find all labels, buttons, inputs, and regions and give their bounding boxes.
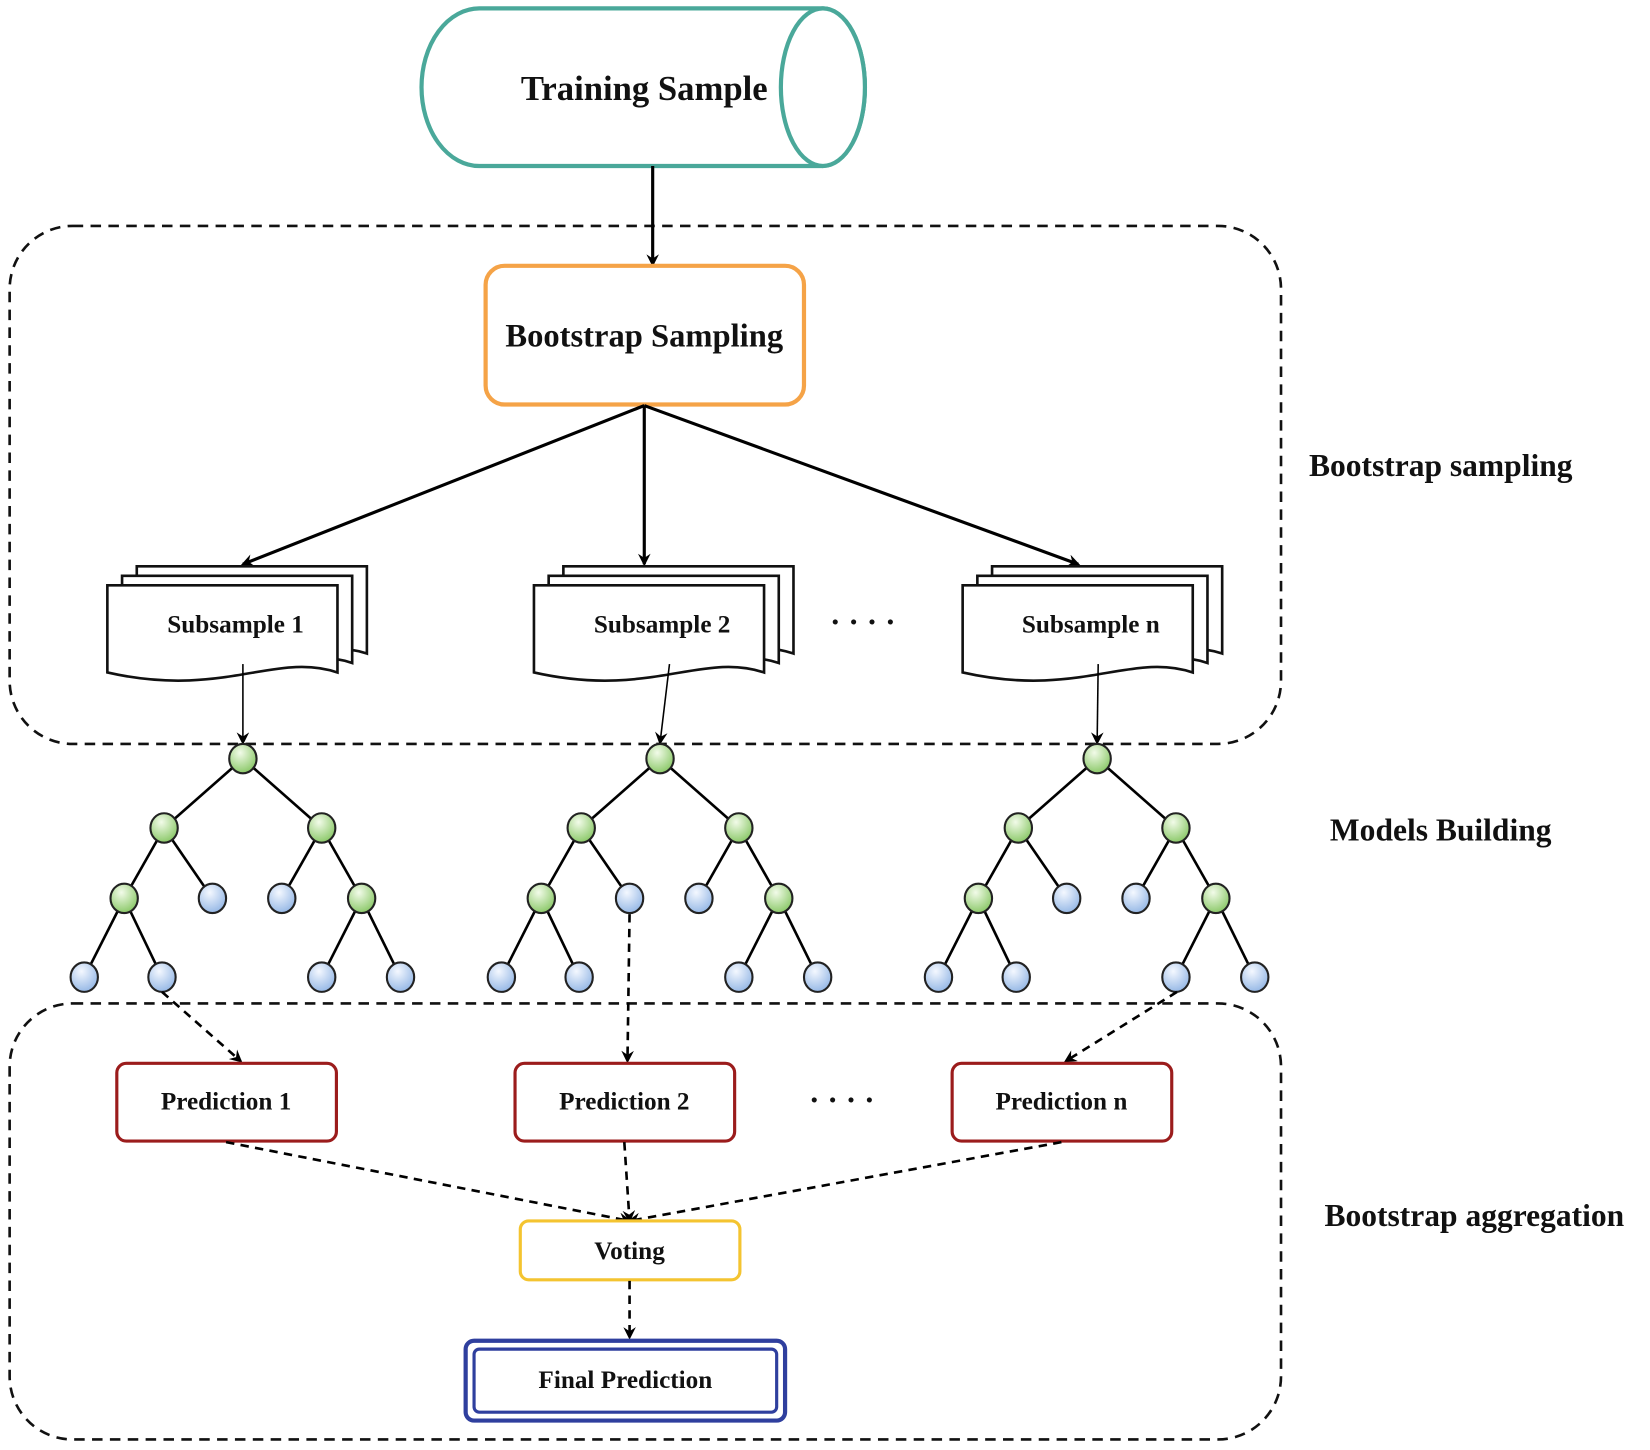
tree-edge — [1096, 757, 1177, 829]
internal-node — [724, 812, 754, 844]
training-sample-cylinder: Training Sample — [419, 6, 868, 169]
sampling-region — [8, 224, 1283, 746]
internal-node — [963, 882, 994, 915]
final-prediction-label: Final Prediction — [538, 1367, 712, 1394]
arrow-prediction-to-voting-3 — [627, 1140, 1062, 1226]
leaf-node — [684, 882, 714, 915]
leaf-node — [923, 961, 954, 993]
internal-node — [645, 742, 675, 775]
prediction-box-2: Prediction 2 — [513, 1061, 737, 1143]
leaf-node — [802, 961, 833, 993]
arrow-tree-to-prediction-1 — [161, 990, 243, 1063]
internal-node — [1082, 742, 1112, 775]
subsample-label: Subsample n — [1022, 612, 1160, 639]
leaf-node — [1240, 961, 1270, 993]
internal-node — [346, 882, 377, 915]
internal-node — [149, 812, 179, 844]
prediction-label: Prediction 1 — [161, 1089, 291, 1116]
tree-edge — [1017, 757, 1099, 829]
tree-edge — [659, 757, 740, 829]
leaf-node — [385, 961, 416, 993]
internal-node — [1003, 812, 1034, 844]
stage-label-aggregation: Bootstrap aggregation — [1325, 1198, 1625, 1233]
leaf-node — [564, 961, 594, 993]
leaf-node — [486, 961, 517, 993]
bootstrap-sampling-label: Bootstrap Sampling — [505, 319, 783, 355]
leaf-node — [197, 882, 228, 915]
arrow-tree-to-prediction-2 — [621, 914, 634, 1064]
prediction-ellipsis: · · · · — [809, 1083, 875, 1118]
internal-node — [1201, 882, 1231, 915]
leaf-node — [69, 961, 99, 993]
internal-node — [109, 882, 139, 915]
tree-edge — [163, 757, 244, 829]
internal-node — [526, 882, 557, 915]
leaf-node — [306, 961, 337, 993]
prediction-label: Prediction n — [995, 1089, 1127, 1116]
voting-box: Voting — [518, 1219, 742, 1282]
stage-label-sampling: Bootstrap sampling — [1309, 448, 1573, 483]
leaf-node — [1121, 882, 1151, 915]
arrow-subsample-to-tree — [1090, 664, 1104, 745]
leaf-node — [1051, 882, 1082, 915]
subsample-document-3: Subsample n — [961, 565, 1224, 682]
internal-node — [1161, 812, 1191, 844]
bootstrap-sampling-box: Bootstrap Sampling — [483, 263, 807, 407]
arrow-prediction-to-voting-2 — [622, 1142, 636, 1224]
arrow-tree-to-prediction-3 — [1063, 990, 1178, 1063]
internal-node — [306, 812, 337, 844]
arrow-to-subsample-1 — [240, 404, 645, 567]
leaf-node — [1001, 961, 1031, 993]
arrow-to-subsample-n — [643, 404, 1081, 567]
internal-node — [764, 882, 794, 915]
aggregation-region — [8, 1002, 1283, 1441]
subsample-document-1: Subsample 1 — [106, 565, 369, 682]
internal-node — [228, 742, 258, 775]
subsample-ellipsis: · · · · — [830, 605, 896, 640]
leaf-node — [724, 961, 754, 993]
internal-node — [566, 812, 596, 844]
subsample-label: Subsample 1 — [167, 612, 304, 639]
decision-tree-2 — [486, 663, 833, 993]
leaf-node — [147, 961, 177, 993]
subsample-document-2: Subsample 2 — [532, 565, 795, 682]
voting-label: Voting — [594, 1238, 665, 1265]
leaf-node — [1161, 961, 1191, 993]
prediction-box-1: Prediction 1 — [115, 1061, 338, 1143]
stage-label-models: Models Building — [1330, 813, 1552, 848]
tree-edge — [580, 757, 661, 829]
leaf-node — [267, 882, 297, 915]
tree-edge — [242, 757, 323, 829]
arrow-subsample-to-tree — [655, 663, 671, 745]
subsample-label: Subsample 2 — [594, 612, 731, 639]
prediction-box-3: Prediction n — [950, 1061, 1174, 1143]
prediction-label: Prediction 2 — [559, 1089, 689, 1116]
final-prediction-box: Final Prediction — [463, 1338, 788, 1423]
arrow-prediction-to-voting-1 — [225, 1140, 632, 1226]
leaf-node — [614, 882, 645, 915]
decision-tree-3 — [923, 664, 1270, 993]
decision-tree-1 — [69, 664, 416, 993]
training-sample-label: Training Sample — [521, 70, 768, 108]
